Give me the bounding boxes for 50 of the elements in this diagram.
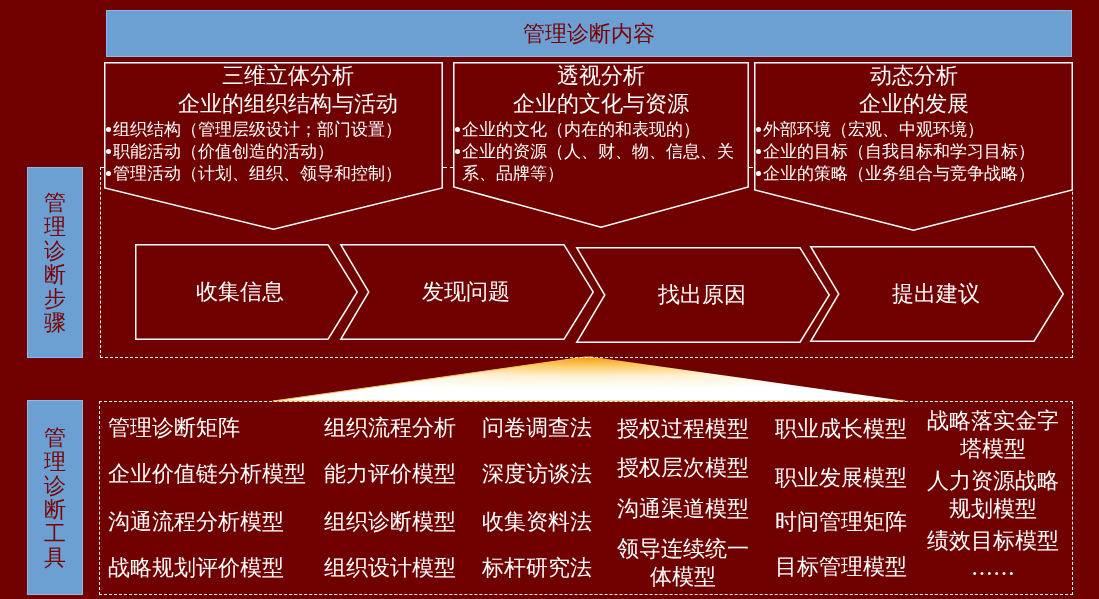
tool-name: 职业发展模型 — [775, 464, 907, 492]
tool-name: 组织流程分析 — [324, 414, 456, 442]
bullet-item: 企业的资源（人、财、物、信息、关系、品牌等） — [462, 140, 735, 184]
heading: 三维立体分析 — [222, 62, 354, 90]
pentagon-box — [104, 62, 443, 230]
heading: 动态分析 — [869, 62, 958, 90]
pentagon-box — [754, 62, 1073, 231]
tool-name: 授权层次模型 — [617, 454, 749, 482]
heading: 透视分析 — [557, 62, 645, 90]
subheading: 企业的组织结构与活动 — [178, 90, 398, 118]
wedge-connector — [272, 356, 906, 402]
tool-name: 收集资料法 — [482, 508, 592, 536]
process-step: 找出原因 — [576, 247, 830, 343]
dashed-frame — [99, 401, 1073, 595]
section-label: 管理诊断工具 — [27, 400, 83, 595]
tool-name: 组织诊断模型 — [324, 508, 456, 536]
tool-name: 时间管理矩阵 — [775, 508, 907, 536]
bullet-item: 职能活动（价值创造的活动） — [113, 140, 334, 162]
tool-name: 战略规划评价模型 — [108, 554, 284, 582]
tool-name: 企业价值链分析模型 — [108, 460, 306, 488]
tool-name: 深度访谈法 — [482, 460, 592, 488]
pentagon-box — [453, 62, 749, 228]
section-label: 管理诊断步骤 — [27, 167, 83, 358]
tool-name: 绩效目标模型 — [927, 527, 1059, 555]
tool-name: 领导连续统一体模型 — [616, 535, 750, 591]
subheading: 企业的文化与资源 — [513, 90, 689, 118]
tool-name: 目标管理模型 — [775, 553, 907, 581]
tool-name: 沟通流程分析模型 — [108, 508, 284, 536]
process-step: 提出建议 — [810, 246, 1064, 342]
bullet-item: 组织结构（管理层级设计；部门设置） — [113, 118, 402, 140]
subheading: 企业的发展 — [858, 90, 969, 118]
process-step: 发现问题 — [340, 244, 594, 340]
bullet-item: 外部环境（宏观、中观环境） — [763, 118, 984, 140]
tool-name: 职业成长模型 — [775, 415, 907, 443]
tool-name: …… — [971, 554, 1015, 582]
tool-name: 管理诊断矩阵 — [108, 414, 240, 442]
tool-name: 人力资源战略规划模型 — [926, 467, 1060, 523]
tool-name: 授权过程模型 — [617, 415, 749, 443]
tool-name: 能力评价模型 — [324, 460, 456, 488]
tool-name: 沟通渠道模型 — [617, 495, 749, 523]
bullet-item: 企业的策略（业务组合与竞争战略） — [763, 162, 1035, 184]
tool-name: 组织设计模型 — [324, 554, 456, 582]
title-bar: 管理诊断内容 — [106, 10, 1072, 57]
tool-name: 战略落实金字塔模型 — [926, 407, 1060, 463]
bullet-item: 企业的目标（自我目标和学习目标） — [763, 140, 1035, 162]
tool-name: 问卷调查法 — [482, 414, 592, 442]
bullet-item: 企业的文化（内在的和表现的） — [462, 118, 700, 140]
tool-name: 标杆研究法 — [482, 554, 592, 582]
bullet-item: 管理活动（计划、组织、领导和控制） — [113, 162, 402, 184]
process-step: 收集信息 — [135, 244, 358, 340]
